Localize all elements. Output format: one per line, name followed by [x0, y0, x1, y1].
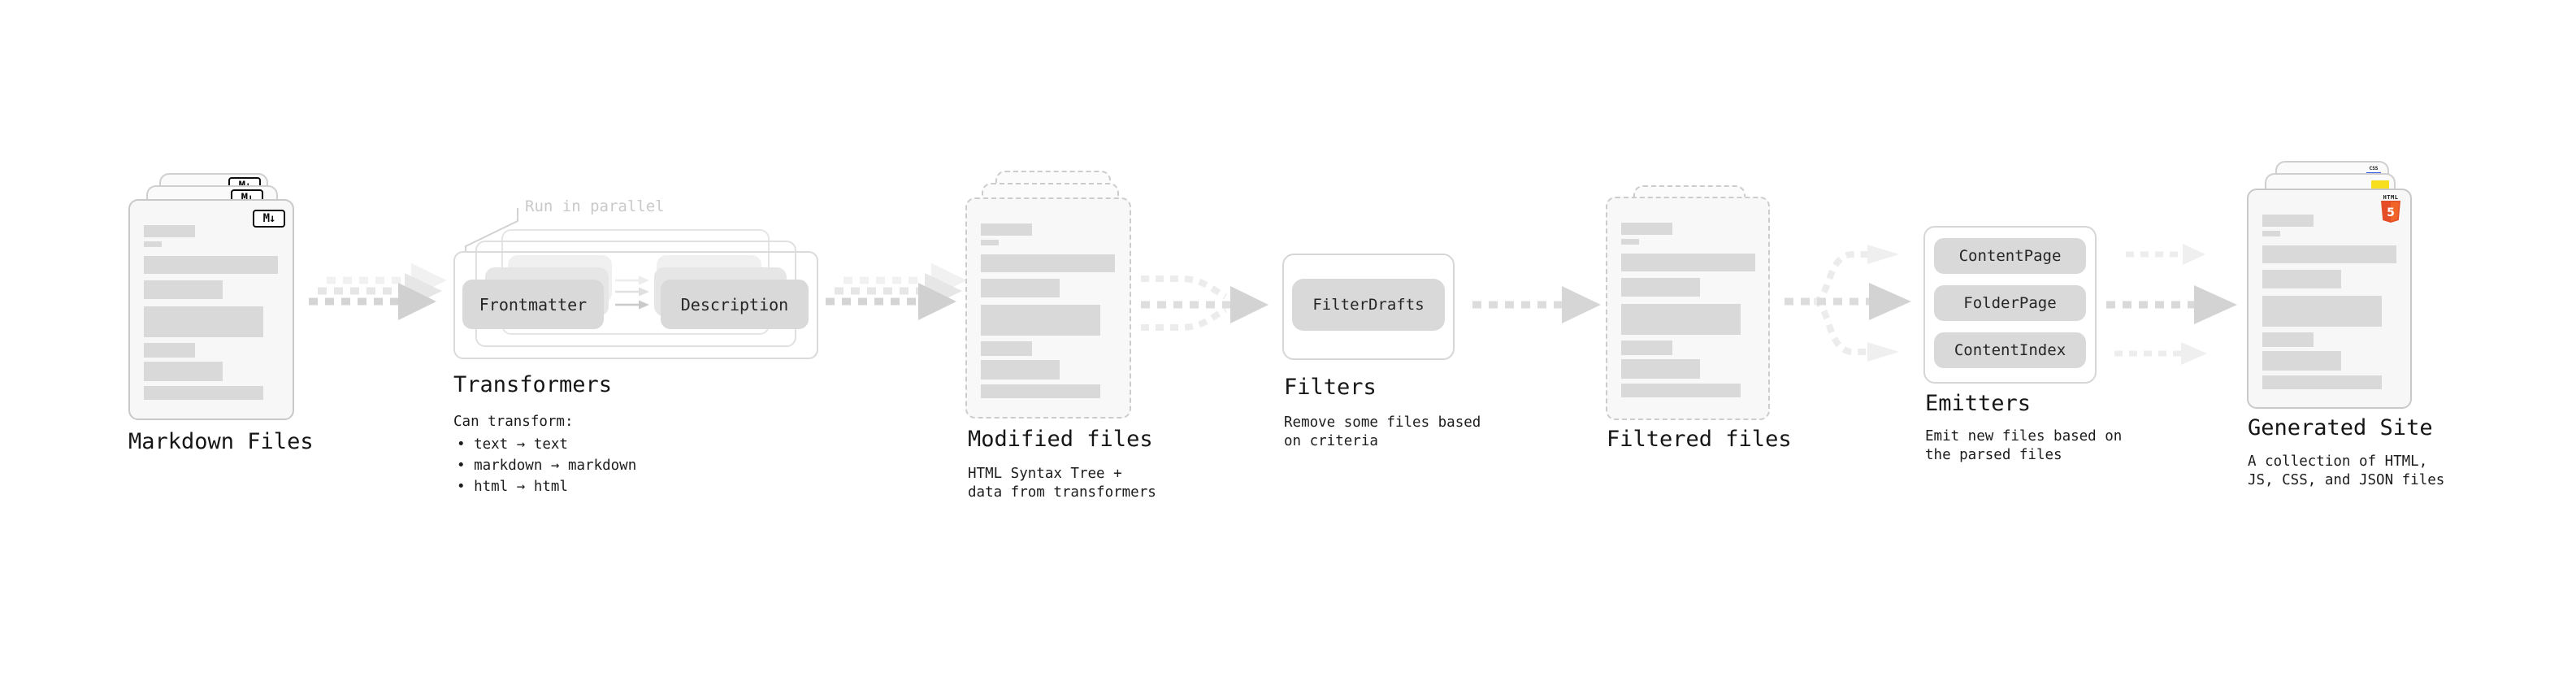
generated-site-title: Generated Site: [2248, 415, 2433, 440]
transformers-desc-heading: Can transform:: [453, 414, 574, 430]
document-content-bars: [2249, 190, 2410, 407]
site-file-card-html: HTML 5: [2247, 189, 2412, 409]
frontmatter-pill-label: Frontmatter: [479, 294, 588, 314]
transformers-bullet: • text → text: [457, 436, 568, 453]
html5-icon: HTML 5: [2380, 194, 2401, 226]
arrow-modified-to-filters-icon: [1141, 275, 1268, 331]
document-content-bars: [1607, 198, 1768, 419]
modified-file-card-front: [965, 197, 1131, 419]
frontmatter-pill: Frontmatter: [462, 280, 604, 329]
parallel-arrows-icon: [615, 275, 649, 310]
folderpage-pill: FolderPage: [1934, 285, 2086, 321]
transformers-bullet-list: • text → text • markdown → markdown • ht…: [457, 434, 636, 497]
folderpage-pill-label: FolderPage: [1963, 294, 2057, 312]
description-pill-label: Description: [680, 294, 789, 314]
filtered-files-title: Filtered files: [1607, 427, 1792, 452]
filtered-files-stack: [1606, 185, 1770, 421]
transformers-bullet: • markdown → markdown: [457, 458, 637, 474]
transformers-bullet: • html → html: [457, 479, 568, 495]
contentpage-pill-label: ContentPage: [1958, 247, 2062, 265]
filterdrafts-pill: FilterDrafts: [1292, 279, 1445, 331]
generated-site-desc: A collection of HTML, JS, CSS, and JSON …: [2248, 453, 2445, 488]
arrow-markdown-to-transformers-icon: [309, 263, 447, 320]
contentpage-pill: ContentPage: [1934, 238, 2086, 274]
css-badge-text: CSS: [2369, 166, 2379, 171]
modified-files-title: Modified files: [968, 427, 1153, 452]
document-content-bars: [130, 201, 293, 419]
arrow-filtered-to-emitters-icon: [1785, 245, 1911, 362]
arrow-transformers-to-modified-icon: [826, 263, 967, 320]
run-in-parallel-leader-line: [465, 208, 518, 253]
markdown-files-title: Markdown Files: [128, 429, 314, 454]
filters-desc: Remove some files based on criteria: [1284, 414, 1481, 449]
html5-shield-icon: 5: [2381, 201, 2400, 223]
markdown-icon: M↓: [253, 210, 285, 228]
contentindex-pill: ContentIndex: [1934, 332, 2086, 368]
run-in-parallel-annotation: Run in parallel: [525, 197, 665, 215]
document-content-bars: [967, 199, 1130, 417]
transformer-box-front: [453, 251, 818, 359]
filterdrafts-pill-label: FilterDrafts: [1312, 296, 1425, 314]
emitters-desc: Emit new files based on the parsed files: [1925, 428, 2123, 463]
javascript-icon: [2371, 180, 2389, 189]
arrow-filters-to-filtered-icon: [1472, 286, 1601, 323]
html5-number: 5: [2387, 206, 2395, 219]
transformers-title: Transformers: [453, 372, 613, 397]
emitters-title: Emitters: [1925, 391, 2032, 416]
filtered-file-card-front: [1606, 197, 1770, 420]
html5-badge-text: HTML: [2383, 194, 2399, 201]
generated-site-stack: CSS HTML 5: [2247, 161, 2412, 409]
filters-title: Filters: [1284, 375, 1377, 400]
description-pill: Description: [661, 280, 809, 329]
markdown-file-card-front: M↓: [128, 199, 294, 420]
markdown-badge-text: M↓: [262, 212, 276, 225]
markdown-files-stack: M↓ M↓ M↓: [128, 173, 294, 420]
modified-files-stack: [965, 171, 1131, 419]
contentindex-pill-label: ContentIndex: [1954, 341, 2066, 359]
modified-files-desc: HTML Syntax Tree + data from transformer…: [968, 466, 1156, 501]
arrow-emitters-to-site-icon: [2106, 244, 2237, 365]
